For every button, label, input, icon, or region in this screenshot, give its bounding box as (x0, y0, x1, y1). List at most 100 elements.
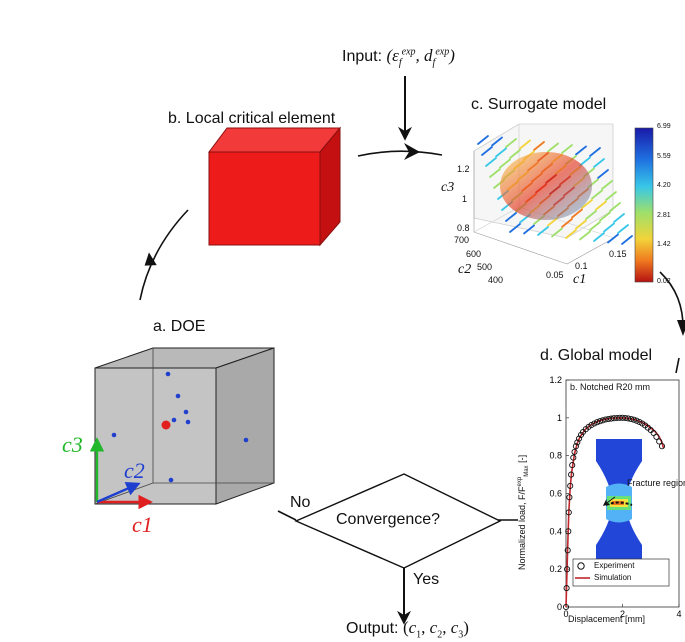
arrow-local-to-surrogate (357, 150, 443, 157)
surrogate-sample-stroke (477, 135, 489, 145)
surrogate-x-tick-01: 0.1 (575, 261, 588, 271)
y-tick-label: 1.2 (549, 375, 562, 385)
surrogate-sample-stroke (605, 191, 617, 201)
chart-legend (572, 558, 670, 587)
surrogate-sample-stroke (509, 223, 521, 233)
surrogate-sample-stroke (547, 142, 559, 153)
y-tick-label: 0.4 (549, 526, 562, 536)
input-word: Input: (342, 48, 383, 65)
chart-ylabel-text: Normalized load, F/F (517, 486, 527, 570)
experiment-point (619, 414, 626, 421)
surrogate-sample-stroke (523, 224, 535, 235)
surrogate-sample-stroke (505, 138, 517, 148)
surrogate-sample-stroke (491, 136, 503, 147)
arrow-no-to-doe (277, 510, 297, 521)
x-tick-label: 2 (620, 609, 625, 619)
local-element-title: b. Local critical element (168, 110, 336, 127)
surrogate-y-tick-700: 700 (454, 235, 470, 245)
surrogate-sample-stroke (489, 168, 501, 178)
surrogate-sample-stroke (561, 218, 573, 228)
experiment-point (571, 448, 578, 455)
c2-axis (96, 482, 141, 504)
surrogate-y-tick-500: 500 (477, 262, 493, 272)
experiment-point (633, 417, 640, 424)
surrogate-sample-stroke (617, 224, 629, 234)
experiment-point (567, 482, 574, 489)
chart-ylabel: Normalized load, F/FexpMax [-] (517, 455, 530, 570)
experiment-point (565, 528, 572, 535)
no-label: No (290, 494, 311, 511)
experiment-point (574, 439, 581, 446)
legend-simulation-label: Simulation (594, 573, 632, 582)
doe-title: a. DOE (153, 318, 206, 335)
chart-ylabel-sup: exp (517, 476, 523, 487)
surrogate-sample-stroke (495, 147, 507, 158)
global-title: d. Global model (540, 347, 653, 364)
surrogate-z-tick-2: 0.8 (457, 223, 470, 233)
colorbar-tick-4: 1.42 (657, 241, 671, 248)
y-tick-label: 0.6 (549, 489, 562, 499)
inset-label: Fracture region (627, 478, 685, 488)
surrogate-z-tick-1: 1 (462, 194, 468, 204)
surrogate-sample-stroke (593, 232, 605, 242)
legend-marker-experiment (577, 562, 585, 570)
experiment-point (599, 417, 606, 424)
x-tick-label: 0 (563, 609, 568, 619)
y-tick-label: 1 (557, 413, 562, 423)
surrogate-sample-stroke (581, 199, 593, 209)
doe-c2-text: c2 (124, 458, 145, 483)
experiment-point (622, 414, 629, 422)
surrogate-y-tick-400: 400 (488, 275, 504, 285)
surrogate-sample-stroke (597, 169, 609, 179)
experiment-point (625, 415, 632, 422)
surrogate-z-tick-0: 1.2 (457, 164, 470, 174)
surrogate-colorbar (634, 127, 654, 283)
experiment-point (658, 443, 666, 450)
surrogate-sample-stroke (593, 158, 605, 168)
surrogate-x-tick-005: 0.05 (546, 270, 564, 280)
doe-c1-label: c1 (132, 512, 153, 538)
chart-xlabel: Displacement [mm] (568, 614, 646, 624)
surrogate-sample-stroke (599, 211, 611, 222)
colorbar-tick-2: 4.20 (657, 182, 671, 189)
surrogate-plot (473, 123, 654, 283)
experiment-point (563, 585, 570, 592)
surrogate-sample-stroke (613, 213, 625, 223)
surrogate-sample-stroke (603, 222, 615, 233)
local-element-cube (208, 126, 342, 247)
colorbar-tick-0: 6.99 (657, 123, 671, 130)
experiment-point (566, 494, 573, 501)
surrogate-sample-stroke (571, 208, 583, 219)
doe-cube (89, 347, 275, 510)
surrogate-sample-stroke (621, 235, 633, 245)
surrogate-z-label: c3 (441, 180, 455, 195)
surrogate-sample-stroke (575, 145, 587, 156)
experiment-point (562, 603, 570, 611)
surrogate-x-label: c1 (573, 272, 587, 287)
x-tick-label: 4 (676, 609, 681, 619)
input-label: Input: (εfexp, dfexp) (342, 46, 455, 68)
experiment-point (572, 443, 579, 450)
colorbar-tick-1: 5.59 (657, 153, 671, 160)
output-word: Output: (346, 620, 399, 637)
surrogate-sample-stroke (579, 156, 591, 167)
experiment-point (591, 420, 598, 427)
surrogate-sample-stroke (551, 227, 563, 238)
chart-ylabel-sub: Max (523, 465, 530, 477)
arrow-doe-to-local (139, 209, 189, 301)
experiment-point (630, 416, 637, 423)
surrogate-sample-stroke (591, 189, 603, 200)
surrogate-y-tick-600: 600 (466, 249, 482, 259)
y-tick-label: 0 (557, 602, 562, 612)
surrogate-sample-stroke (481, 146, 493, 156)
convergence-diamond (294, 473, 502, 569)
experiment-point (596, 418, 603, 425)
colorbar-tick-3: 2.81 (657, 212, 671, 219)
doe-c1-text: c1 (132, 512, 153, 537)
y-tick-label: 0.8 (549, 451, 562, 461)
experiment-point (564, 566, 571, 573)
experiment-point (627, 415, 635, 423)
surrogate-sample-stroke (485, 157, 497, 167)
surrogate-title: c. Surrogate model (471, 96, 607, 113)
